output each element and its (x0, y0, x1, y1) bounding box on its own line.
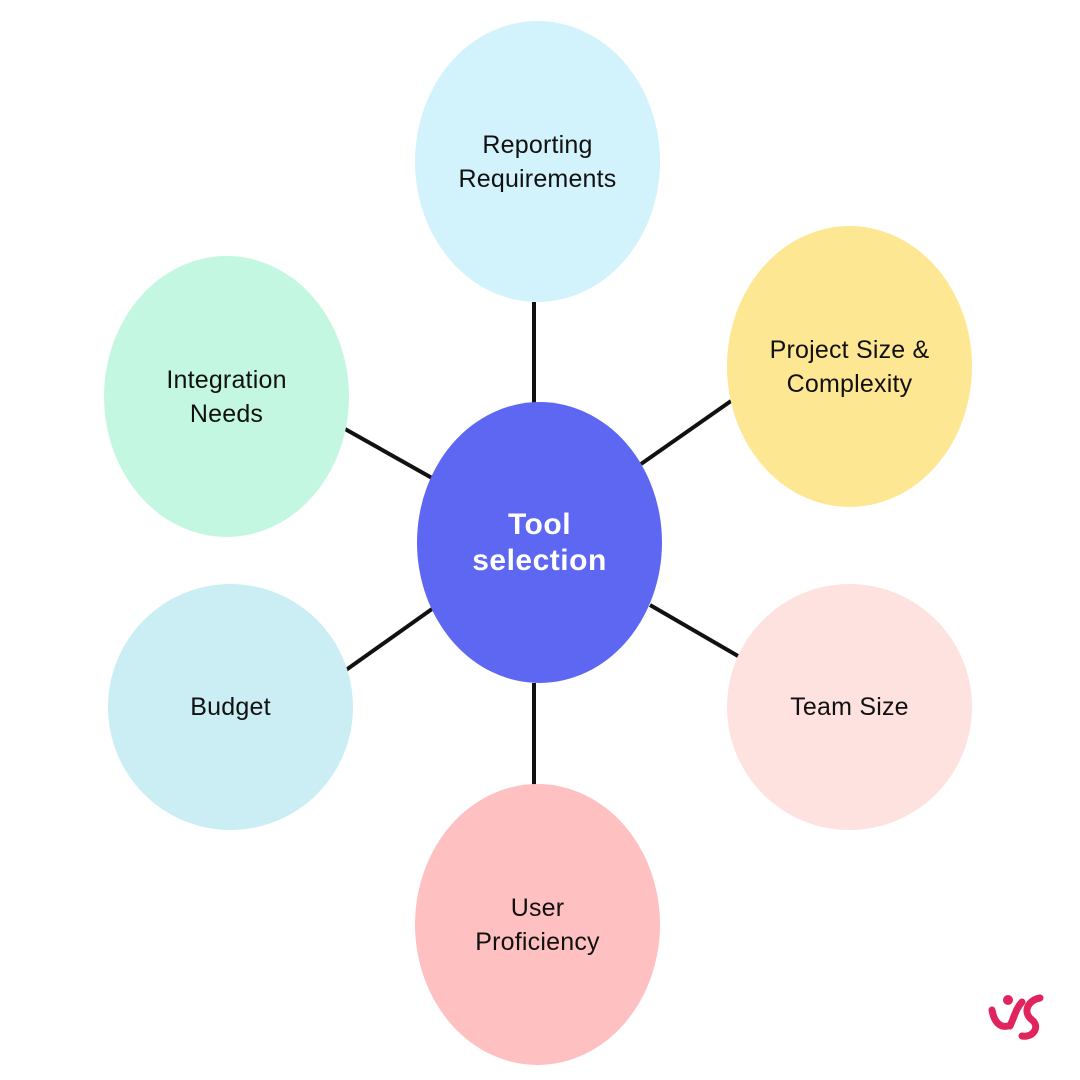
node-integration-needs: Integration Needs (104, 256, 349, 537)
logo-dot (1003, 995, 1013, 1005)
brand-logo-icon (988, 994, 1044, 1040)
logo-stroke-left (988, 1006, 1012, 1030)
connector-budget (344, 607, 434, 672)
node-label: Reporting Requirements (458, 130, 617, 193)
connector-project (639, 399, 733, 466)
node-team-size: Team Size (727, 584, 972, 830)
node-label: Team Size (790, 693, 909, 721)
node-reporting-requirements: Reporting Requirements (415, 21, 660, 302)
node-user-proficiency: User Proficiency (415, 784, 660, 1065)
node-label: User Proficiency (475, 893, 600, 956)
connector-team (648, 603, 740, 658)
center-node-tool-selection: Tool selection (417, 402, 662, 683)
node-label: Budget (190, 693, 271, 721)
logo-stroke-right (1018, 994, 1044, 1040)
logo-stroke-middle (1006, 998, 1026, 1030)
center-label: Tool selection (472, 507, 607, 577)
node-project-size-complexity: Project Size & Complexity (727, 226, 972, 507)
node-label: Integration Needs (166, 365, 287, 428)
node-label: Project Size & Complexity (769, 335, 930, 398)
node-budget: Budget (108, 584, 353, 830)
connector-integration (344, 427, 433, 480)
